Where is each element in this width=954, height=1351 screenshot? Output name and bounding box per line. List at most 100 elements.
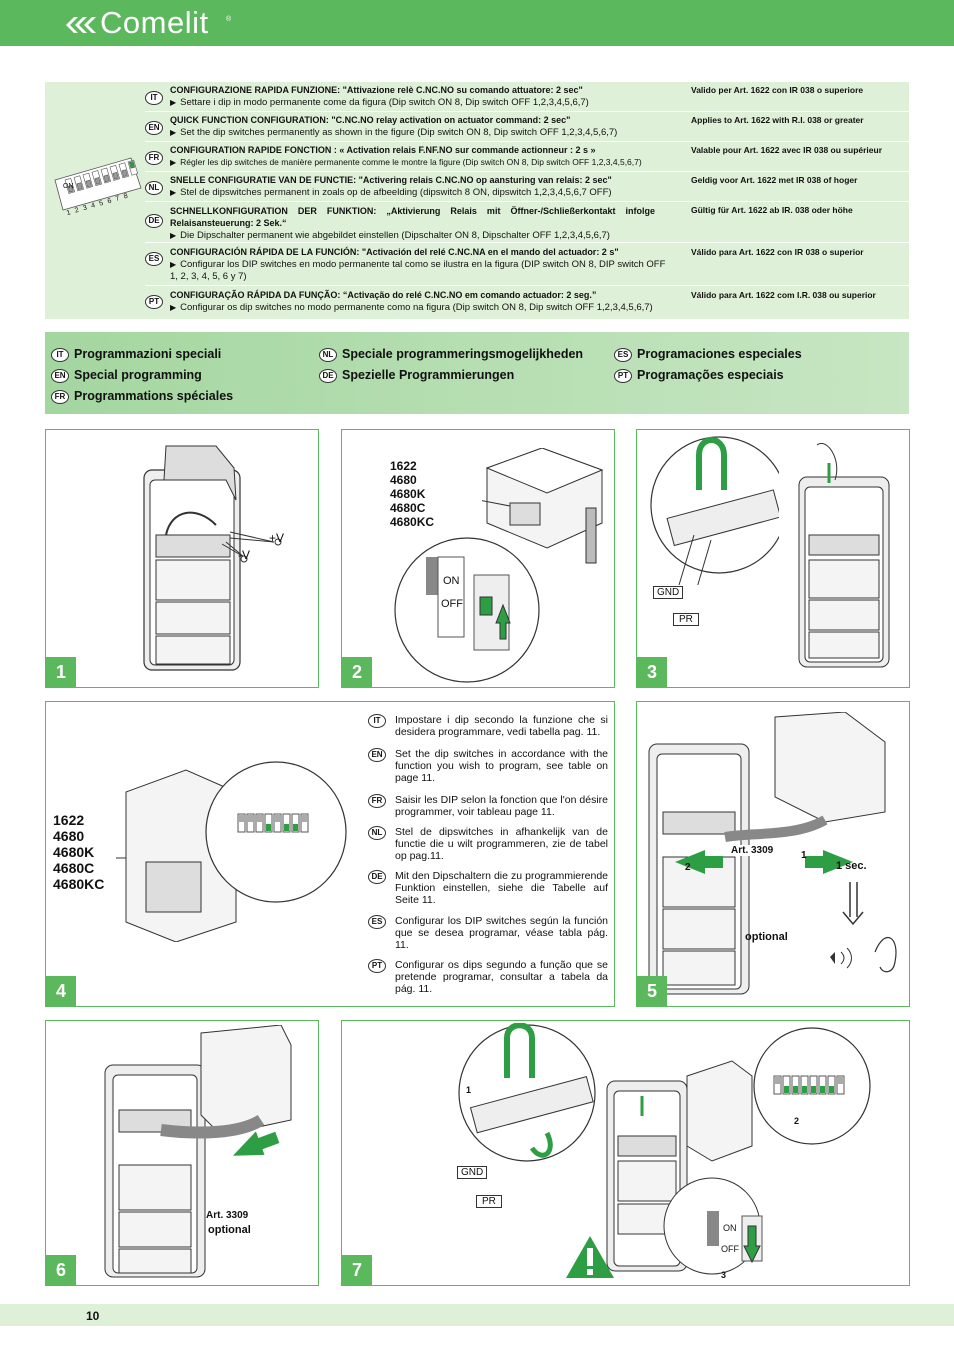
config-desc: ▶Die Dipschalter permanent wie abgebilde…	[170, 230, 610, 241]
config-row-nl: NL SNELLE CONFIGURATIE VAN DE FUNCTIE: "…	[145, 172, 909, 202]
step-3-panel: GND PR 3	[636, 429, 910, 688]
dip-number: 3	[82, 204, 88, 213]
dip-knob	[293, 824, 298, 831]
dip-knob	[829, 1086, 834, 1093]
dip-switch	[818, 1075, 827, 1095]
dip-knob	[838, 1077, 843, 1084]
jumper-zoom-illustration	[458, 1023, 596, 1162]
dip-switch	[836, 1075, 845, 1095]
module-illustration	[482, 448, 604, 564]
step-1-panel: +V -V 1	[45, 429, 319, 688]
step-number: 4	[46, 976, 76, 1006]
step-6-panel: Art. 3309 optional 6	[45, 1020, 319, 1286]
dip-knob	[302, 815, 307, 822]
dip-number: 4	[90, 202, 97, 210]
panel-unit-illustration	[143, 445, 282, 671]
step-2-panel: 1622 4680 4680K 4680C 4680KC ON OFF 2	[341, 429, 615, 688]
config-desc: ▶Configurar los DIP switches en modo per…	[170, 259, 666, 282]
config-title: SNELLE CONFIGURATIE VAN DE FUNCTIE: "Act…	[170, 175, 612, 185]
config-desc: ▶Stel de dipswitches permanent in zoals …	[170, 187, 612, 198]
dip-number: 2	[74, 206, 80, 215]
gnd-label: GND	[653, 586, 684, 599]
dip-knob	[112, 171, 119, 180]
dip-switch	[791, 1075, 800, 1095]
dip-number: 7	[114, 195, 121, 203]
on-label: ON	[443, 575, 460, 587]
config-row-it: IT CONFIGURAZIONE RAPIDA FUNZIONE: "Atti…	[145, 82, 909, 112]
on-label: ON	[723, 1223, 737, 1233]
warning-icon	[566, 1236, 614, 1278]
dip-knob	[811, 1086, 816, 1093]
config-validity: Geldig voor Art. 1622 met IR 038 of hoge…	[691, 175, 858, 185]
dip-knob	[121, 169, 128, 177]
lang-badge: PT	[145, 295, 163, 309]
dip-knob	[239, 815, 244, 822]
footer-bar	[0, 1304, 954, 1326]
dip-number: 5	[98, 199, 105, 208]
dip-knob	[284, 824, 289, 831]
dip-knob	[94, 177, 101, 185]
pr-label: PR	[673, 613, 699, 626]
dip-switch	[773, 1075, 782, 1095]
step-5-panel: Art. 3309 2 1 1 sec. optional 5	[636, 701, 910, 1007]
config-title: SCHNELLKONFIGURATION DER FUNKTION: „Akti…	[170, 206, 655, 228]
step-number: 2	[342, 657, 372, 687]
config-title: CONFIGURAZIONE RAPIDA FUNZIONE: "Attivaz…	[170, 85, 583, 95]
step-number: 6	[46, 1255, 76, 1285]
page-number: 10	[86, 1309, 100, 1323]
arrow-2-label: 2	[685, 862, 691, 873]
panel-unit-illustration	[798, 442, 890, 668]
jumper-zoom-illustration	[650, 436, 779, 585]
config-validity: Válido para Art. 1622 con IR 038 o super…	[691, 247, 864, 257]
config-row-de: DE SCHNELLKONFIGURATION DER FUNKTION: „A…	[145, 202, 909, 243]
dip-switch	[300, 813, 309, 833]
dip-knob	[257, 815, 262, 822]
dip-knob	[248, 815, 253, 822]
dip-switch	[237, 813, 246, 833]
config-row-es: ES CONFIGURACIÓN RÁPIDA DE LA FUNCIÓN: "…	[145, 243, 909, 286]
config-validity: Valido per Art. 1622 con IR 038 o superi…	[691, 85, 864, 95]
dip-zoom-illustration	[394, 537, 540, 683]
dip-knob	[76, 182, 83, 190]
config-validity: Applies to Art. 1622 with R.I. 038 or gr…	[691, 115, 864, 125]
step-7-panel: GND PR 1 2 3 ON OFF 7	[341, 1020, 910, 1286]
config-desc: ▶Régler les dip switches de manière perm…	[170, 157, 642, 167]
step-number: 7	[342, 1255, 372, 1285]
optional-label: optional	[208, 1224, 251, 1236]
optional-label: optional	[745, 931, 788, 943]
config-desc: ▶Set the dip switches permanently as sho…	[170, 127, 618, 138]
dip-on-label: ON	[63, 183, 74, 190]
panel-disconnect-illustration	[104, 1025, 292, 1278]
config-desc: ▶Settare i dip in modo permanente come d…	[170, 97, 589, 108]
config-validity: Valable pour Art. 1622 avec IR 038 ou su…	[691, 145, 883, 155]
dip-knob	[793, 1086, 798, 1093]
logo-mark-icon	[66, 17, 96, 33]
dip-switch	[273, 813, 282, 833]
lang-badge: ES	[145, 252, 163, 266]
callout-2-label: 2	[794, 1116, 800, 1126]
config-row-fr: FR CONFIGURATION RAPIDE FONCTION : « Act…	[145, 142, 909, 172]
dip-switch	[782, 1075, 791, 1095]
dip-knob	[103, 174, 110, 183]
dip-switch	[291, 813, 300, 833]
dip-switch	[800, 1075, 809, 1095]
dip-knob	[67, 184, 74, 193]
duration-label: 1 sec.	[836, 860, 867, 872]
dip-knob	[275, 815, 280, 822]
gnd-label: GND	[457, 1166, 488, 1179]
panel-restore-illustration	[606, 1027, 871, 1275]
lang-badge: EN	[145, 121, 163, 135]
lang-badge: NL	[145, 181, 163, 195]
pr-label: PR	[476, 1195, 502, 1208]
off-label: OFF	[441, 598, 463, 610]
config-title: CONFIGURAÇÃO RÁPIDA DA FUNÇÃO: “Activaçã…	[170, 290, 597, 300]
lang-badge: DE	[145, 214, 163, 228]
config-desc: ▶Configurar os dip switches no modo perm…	[170, 302, 653, 313]
